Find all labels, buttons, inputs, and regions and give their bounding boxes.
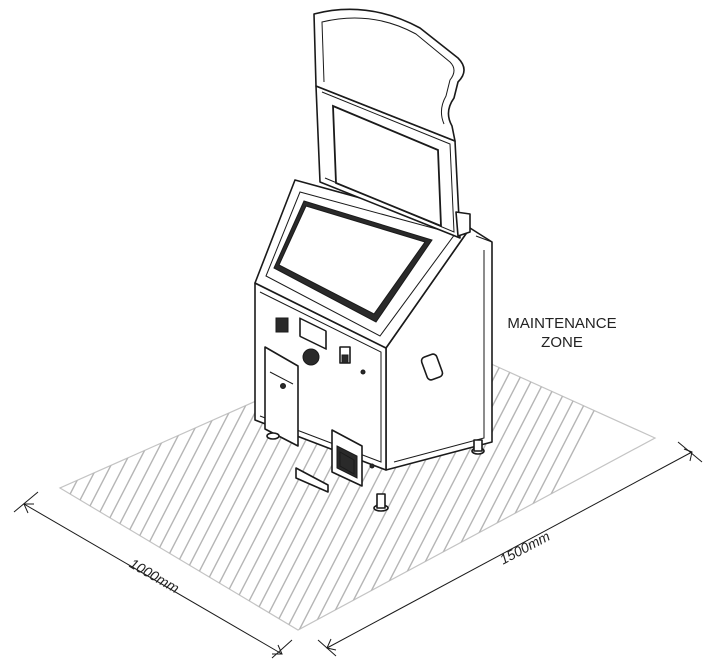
hatch-line [0,300,40,640]
foot-left [266,432,280,440]
depth-dimension-label: 1500mm [497,528,553,568]
hatch-line [60,330,93,630]
hatch-line [0,300,53,640]
speaker-grille [302,348,320,366]
dimension-width-arrow-start [23,503,34,514]
hatch-line [60,330,67,630]
side-handle [420,353,444,381]
hatch-line [60,330,80,630]
dimension-width-line [23,503,283,655]
dimension-depth [317,441,703,657]
hatch-line [60,330,106,630]
zone-label-line1: MAINTENANCE [507,315,616,332]
dimension-width-arrow-end [272,644,283,655]
width-dimension-label: 1000mm [127,555,182,596]
dimension-depth-arrow-end [683,448,693,462]
dimension-depth-line [326,451,693,649]
card-reader-slot [299,317,327,350]
service-door [264,346,299,447]
kiosk-machine [254,8,493,512]
barcode-reader [275,317,289,333]
base-step [295,467,329,493]
dimension-depth-arrow-start [326,638,337,651]
upper-monitor-screen [332,104,442,228]
dimension-width [13,491,293,659]
zone-label-line2: ZONE [541,334,583,351]
